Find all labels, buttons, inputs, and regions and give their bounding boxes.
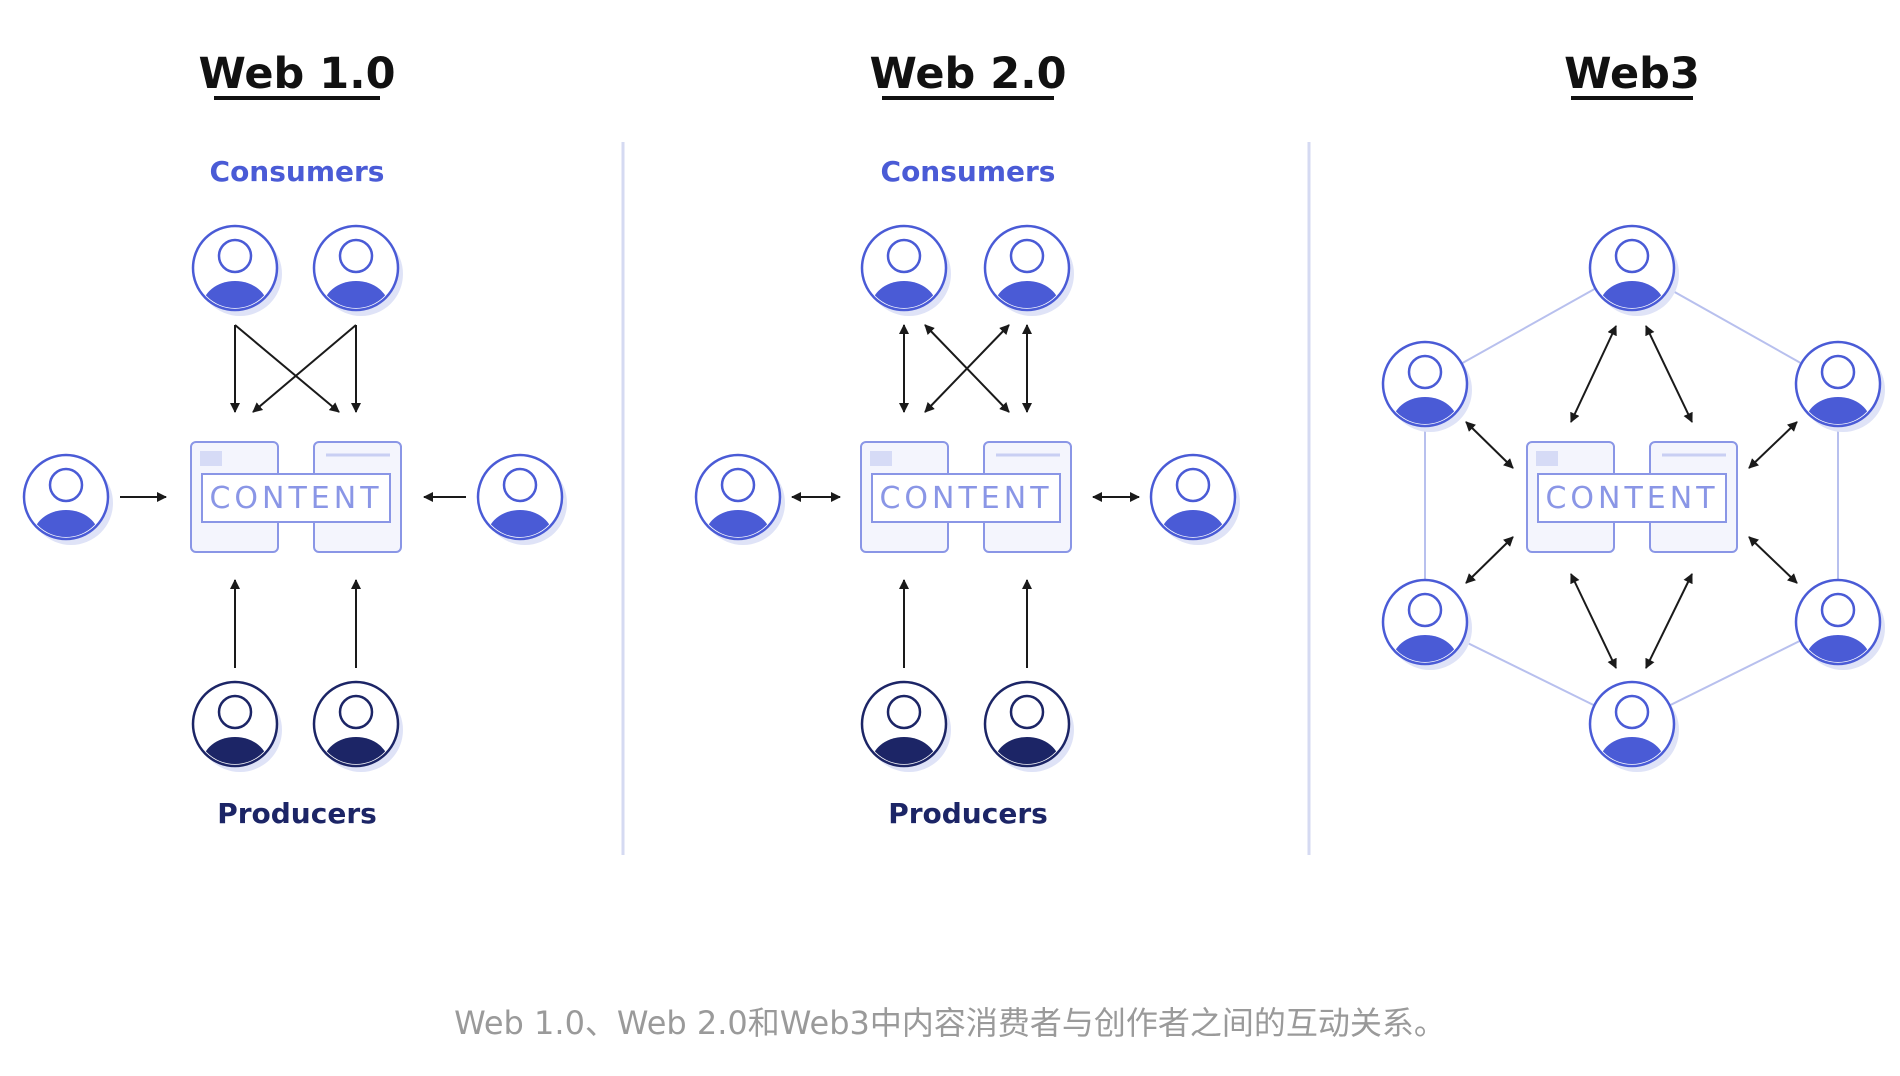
arrow (1465, 421, 1514, 469)
consumer-user-icon (476, 453, 567, 545)
consumer-user-icon (312, 224, 403, 316)
panel-web3-title: Web3 (1564, 49, 1700, 99)
users-layer (22, 224, 1885, 772)
arrows-layer (120, 324, 1798, 669)
consumer-user-icon (1588, 680, 1679, 772)
consumer-user-icon (694, 453, 785, 545)
panel-web1-header: Web 1.0 (199, 49, 396, 100)
content-label: CONTENT (209, 481, 382, 516)
consumer-user-icon (1149, 453, 1240, 545)
arrow (234, 324, 340, 413)
content-box: CONTENT (860, 441, 1072, 553)
arrow (252, 324, 357, 413)
content-box: CONTENT (1526, 441, 1738, 553)
producers-label: Producers (888, 797, 1048, 830)
content-label: CONTENT (1545, 481, 1718, 516)
panel-web2-header: Web 2.0 (870, 49, 1067, 100)
consumer-user-icon (1794, 578, 1885, 670)
consumer-user-icon (191, 224, 282, 316)
arrow (1645, 325, 1693, 423)
content-documents-icon (190, 441, 402, 553)
arrow (1645, 573, 1693, 669)
consumer-user-icon (1588, 224, 1679, 316)
figure-caption: Web 1.0、Web 2.0和Web3中内容消费者与创作者之间的互动关系。 (454, 1004, 1446, 1042)
content-box: CONTENT (190, 441, 402, 553)
title-underline (214, 96, 380, 100)
consumers-label: Consumers (881, 155, 1056, 188)
panel-web3-header: Web3 (1564, 49, 1700, 100)
arrow (1570, 573, 1617, 669)
producers-label: Producers (217, 797, 377, 830)
producer-user-icon (860, 680, 951, 772)
content-documents-icon (1526, 441, 1738, 553)
content-label: CONTENT (879, 481, 1052, 516)
producer-user-icon (191, 680, 282, 772)
arrow (1570, 325, 1617, 423)
arrow (924, 324, 1010, 413)
consumer-user-icon (22, 453, 113, 545)
producer-user-icon (312, 680, 403, 772)
panel-web2-title: Web 2.0 (870, 49, 1067, 99)
consumer-user-icon (983, 224, 1074, 316)
arrow (1748, 421, 1798, 469)
content-documents-icon (860, 441, 1072, 553)
consumer-user-icon (1381, 578, 1472, 670)
title-underline (882, 96, 1054, 100)
consumers-label: Consumers (210, 155, 385, 188)
panel-web1-title: Web 1.0 (199, 49, 396, 99)
consumer-user-icon (1381, 340, 1472, 432)
consumer-user-icon (1794, 340, 1885, 432)
arrow (1748, 536, 1798, 584)
arrow (1465, 536, 1514, 584)
title-underline (1571, 96, 1693, 100)
producer-user-icon (983, 680, 1074, 772)
consumer-user-icon (860, 224, 951, 316)
